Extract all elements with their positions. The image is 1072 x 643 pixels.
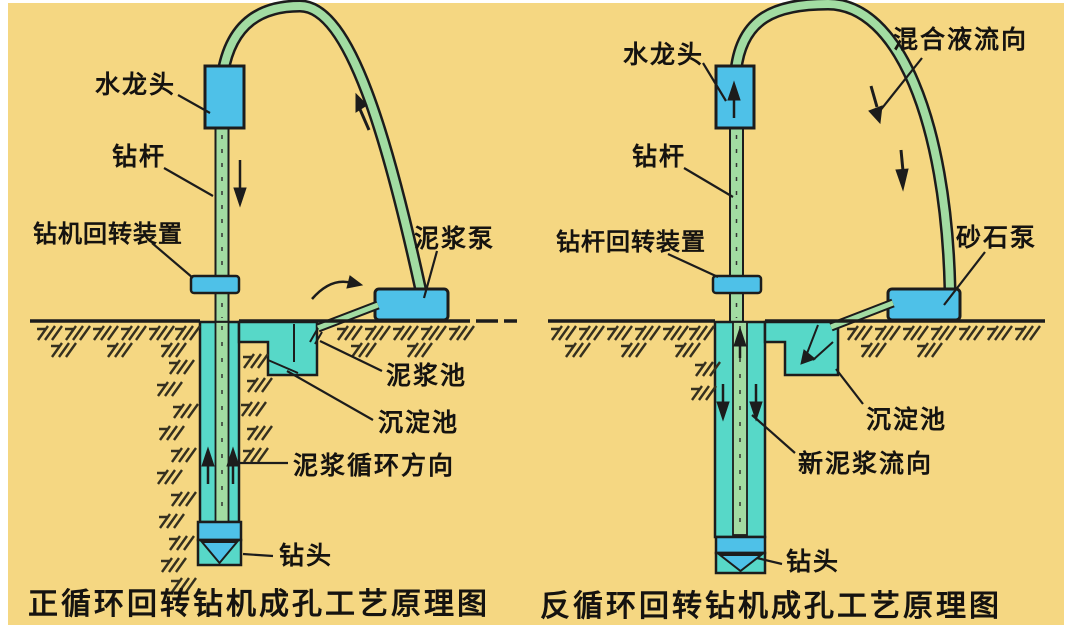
pool-step-edge-left xyxy=(267,359,299,374)
pool-inlet-marks xyxy=(805,324,834,361)
right-diagram: 水龙头 混合液流向 钻杆 钻杆回转装置 砂石泵 沉淀池 新泥浆流向 钻头 反循环… xyxy=(540,0,1045,623)
label-rotary-device-right: 钻杆回转装置 xyxy=(556,228,706,256)
label-drill-pipe-right: 钻杆 xyxy=(632,143,686,171)
suction-inlet-left xyxy=(309,327,323,345)
label-mud-pool: 泥浆池 xyxy=(386,361,467,390)
hose-down-arrow-icon xyxy=(868,105,883,125)
hose-up-arrow-shaft xyxy=(357,106,371,131)
annulus-up-arrow-icon xyxy=(226,446,240,467)
flow-arrows-right xyxy=(716,80,909,422)
annulus-up-arrow-icon xyxy=(201,446,215,467)
label-drill-pipe-left: 钻杆 xyxy=(112,143,166,171)
pointer-lines-right xyxy=(667,57,986,566)
mud-pump-left xyxy=(373,287,450,322)
label-sand-pump: 砂石泵 xyxy=(956,224,1037,252)
left-diagram: 水龙头 钻杆 钻机回转装置 泥浆泵 泥浆池 沉淀池 泥浆循环方向 钻头 正循环回… xyxy=(28,0,517,621)
title-left-diagram: 正循环回转钻机成孔工艺原理图 xyxy=(28,588,490,621)
pipe-down-arrow-icon xyxy=(233,187,247,208)
hose-down-arrow-icon xyxy=(895,168,909,192)
label-mixed-liquid-flow: 混合液流向 xyxy=(893,25,1028,54)
hose-left xyxy=(219,1,425,292)
label-water-swivel-right: 水龙头 xyxy=(623,41,704,69)
label-rotary-device-left: 钻机回转装置 xyxy=(33,220,183,248)
title-right-diagram: 反循环回转钻机成孔工艺原理图 xyxy=(540,590,1002,623)
pipe-inner-up-arrow-icon xyxy=(733,326,747,347)
flow-arrows-left xyxy=(201,92,371,484)
suction-pipe-left xyxy=(317,302,379,331)
label-new-mud-flow: 新泥浆流向 xyxy=(798,449,933,478)
pointer-lines-left xyxy=(151,94,439,558)
drill-bit-body-left xyxy=(196,520,243,542)
drill-pipe-downhole-right xyxy=(732,321,748,536)
drill-bit-body-right xyxy=(714,535,767,555)
rotary-device-right xyxy=(711,274,763,295)
label-drill-bit-right: 钻头 xyxy=(786,548,840,576)
hose-up-arrow-icon xyxy=(355,92,368,113)
drill-bit-cone-left xyxy=(199,541,240,565)
suction-pipe-right xyxy=(830,300,894,330)
label-mud-pump: 泥浆泵 xyxy=(414,224,495,253)
rotary-device-left xyxy=(189,274,241,295)
annulus-down-arrow-icon xyxy=(749,401,763,422)
annulus-down-arrow-icon xyxy=(716,401,730,422)
pool-inlet-arrow-icon xyxy=(800,349,817,365)
sand-pump xyxy=(886,287,962,322)
swivel-up-arrow-icon xyxy=(727,80,741,101)
label-mud-circulation-direction: 泥浆循环方向 xyxy=(293,451,455,480)
label-sedimentation-pool-right: 沉淀池 xyxy=(866,405,947,434)
label-sedimentation-pool-left: 沉淀池 xyxy=(378,408,459,437)
label-drill-bit-left: 钻头 xyxy=(279,542,333,570)
water-swivel-left xyxy=(203,64,246,130)
hose-right xyxy=(732,0,954,290)
drill-bit-cone-right xyxy=(717,554,764,573)
suction-arrow-icon xyxy=(346,275,364,289)
label-water-swivel-left: 水龙头 xyxy=(95,71,176,99)
